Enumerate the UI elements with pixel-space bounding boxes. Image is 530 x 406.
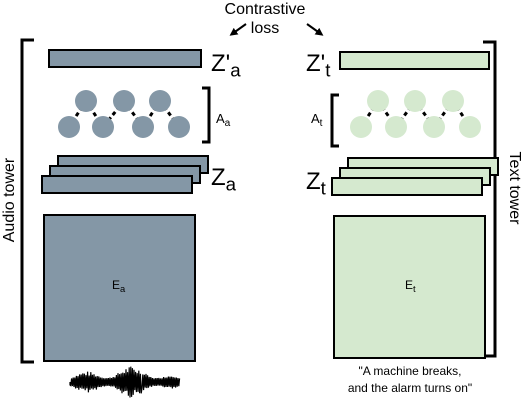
text-node xyxy=(442,90,464,112)
text-attention-graph xyxy=(350,90,481,138)
text-input-caption: "A machine breaks, and the alarm turns o… xyxy=(320,363,500,397)
audio-z-prime-label: Z'a xyxy=(211,50,241,81)
title-line2: loss xyxy=(250,20,280,37)
audio-node xyxy=(132,116,154,138)
text-z-label: Zt xyxy=(306,168,326,199)
text-z-prime-bar xyxy=(339,51,490,70)
text-node xyxy=(367,90,389,112)
audio-e-label: Ea xyxy=(112,278,126,294)
text-attention-bracket xyxy=(330,93,339,148)
text-node xyxy=(350,116,372,138)
text-tower-label: Text tower xyxy=(506,151,523,225)
audio-node xyxy=(75,90,97,112)
text-node xyxy=(423,116,445,138)
text-tower-bracket xyxy=(483,40,497,358)
text-node xyxy=(385,116,407,138)
text-e-label: Et xyxy=(405,278,416,294)
audio-node xyxy=(149,90,171,112)
caption-line1: "A machine breaks, xyxy=(358,364,462,378)
title-line1: Contrastive xyxy=(224,1,306,18)
audio-node xyxy=(113,90,135,112)
audio-z-stack xyxy=(41,155,209,194)
text-embedding-block xyxy=(333,215,486,359)
text-node xyxy=(459,116,481,138)
left-contrastive-arrow xyxy=(229,23,247,36)
audio-attention-bracket xyxy=(202,86,211,144)
contrastive-loss-title: Contrastive loss xyxy=(210,0,320,38)
audio-attention-graph xyxy=(58,90,190,138)
text-node xyxy=(404,90,426,112)
right-contrastive-arrow xyxy=(306,23,324,36)
audio-a-label: Aa xyxy=(216,111,231,130)
text-z-prime-label: Z't xyxy=(306,50,331,81)
audio-tower-bracket xyxy=(20,38,34,364)
audio-tower-label: Audio tower xyxy=(1,157,18,243)
audio-waveform-icon xyxy=(69,366,181,398)
text-z-stack xyxy=(331,157,499,196)
audio-z-prime-bar xyxy=(48,49,202,68)
audio-node xyxy=(58,116,80,138)
text-a-label: At xyxy=(311,111,323,130)
audio-node xyxy=(168,116,190,138)
caption-line2: and the alarm turns on" xyxy=(347,381,473,395)
audio-z-label: Za xyxy=(211,164,237,195)
audio-embedding-block xyxy=(43,214,196,362)
audio-node xyxy=(92,116,114,138)
